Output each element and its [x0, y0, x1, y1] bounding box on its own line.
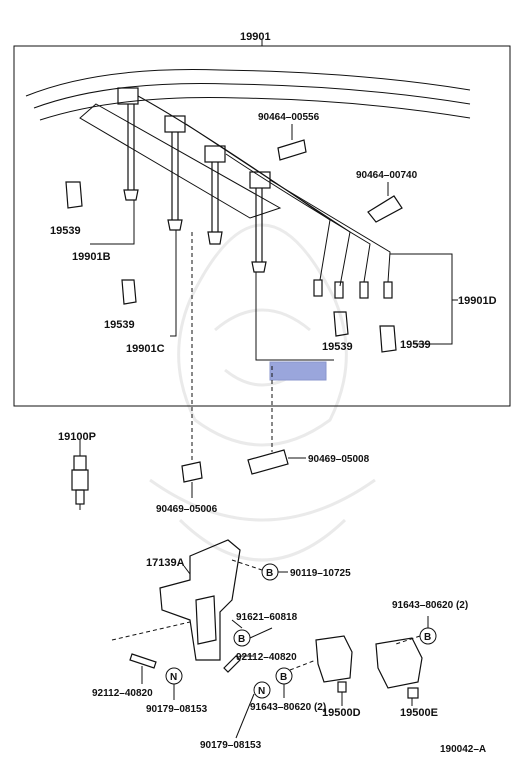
highlight-box[interactable]: [269, 361, 327, 381]
label-clamp-90469-05006[interactable]: 90469–05006: [156, 504, 218, 515]
n-symbol-1-text: N: [170, 672, 177, 683]
spark-plug-part[interactable]: [71, 455, 89, 510]
coil-19500e-part[interactable]: [375, 637, 423, 699]
stud-left-part[interactable]: [129, 653, 157, 669]
cord-set-19901[interactable]: [117, 87, 393, 299]
b-symbol-2-text: B: [238, 634, 245, 645]
boot-19539-right[interactable]: [379, 325, 397, 353]
label-bolt-91643-80620-right[interactable]: 91643–80620 (2): [392, 600, 468, 611]
clamp-90469-05006-part[interactable]: [181, 461, 203, 483]
label-nut-90179-08153-bottom[interactable]: 90179–08153: [200, 740, 262, 751]
label-boot-19539-3[interactable]: 19539: [322, 341, 353, 353]
label-boot-19539-2[interactable]: 19539: [104, 319, 135, 331]
clamp-90464-00556-part[interactable]: [277, 139, 307, 161]
n-symbol-2: [253, 681, 271, 699]
label-bracket-17139a[interactable]: 17139A: [146, 557, 185, 569]
label-cord-19901b[interactable]: 19901B: [72, 251, 111, 263]
label-spark-plug-19100p[interactable]: 19100P: [58, 431, 96, 443]
label-bolt-90119-10725[interactable]: 90119–10725: [290, 568, 351, 579]
label-bolt-91643-80620-mid[interactable]: 91643–80620 (2): [250, 702, 326, 713]
label-stud-92112-40820-left[interactable]: 92112–40820: [92, 688, 153, 699]
clamp-90464-00740-part[interactable]: [367, 195, 403, 223]
label-clamp-90464-00556[interactable]: 90464–00556: [258, 112, 320, 123]
samurai-helmet-watermark: [149, 223, 376, 562]
engine-head-outline: [25, 69, 471, 219]
bracket-17139a-part[interactable]: [159, 539, 241, 661]
label-clamp-90464-00740[interactable]: 90464–00740: [356, 170, 418, 181]
boot-19539-center[interactable]: [333, 311, 349, 337]
label-clamp-90469-05008[interactable]: 90469–05008: [308, 454, 370, 465]
b-symbol-1-text: B: [266, 568, 273, 579]
label-stud-92112-40820-right[interactable]: 92112–40820: [236, 652, 297, 663]
label-top-assembly[interactable]: 19901: [240, 31, 271, 43]
coil-19500d-part[interactable]: [315, 635, 353, 693]
diagram-id: 190042–A: [440, 744, 486, 755]
label-coil-19500d[interactable]: 19500D: [322, 707, 361, 719]
b-symbol-4-text: B: [424, 632, 431, 643]
boot-19539-mid[interactable]: [121, 279, 137, 305]
label-boot-19539-4[interactable]: 19539: [400, 339, 431, 351]
b-symbol-3-text: B: [280, 672, 287, 683]
boot-19539-left[interactable]: [65, 181, 83, 209]
stud-right-part[interactable]: [223, 655, 241, 673]
n-symbol-2-text: N: [258, 686, 265, 697]
label-coil-19500e[interactable]: 19500E: [400, 707, 438, 719]
clamp-90469-05008-part[interactable]: [247, 449, 289, 475]
label-bolt-91621-60818[interactable]: 91621–60818: [236, 612, 298, 623]
label-boot-19539-1[interactable]: 19539: [50, 225, 81, 237]
label-cord-19901d[interactable]: 19901D: [458, 295, 497, 307]
label-cord-19901c[interactable]: 19901C: [126, 343, 165, 355]
label-nut-90179-08153-left[interactable]: 90179–08153: [146, 704, 208, 715]
